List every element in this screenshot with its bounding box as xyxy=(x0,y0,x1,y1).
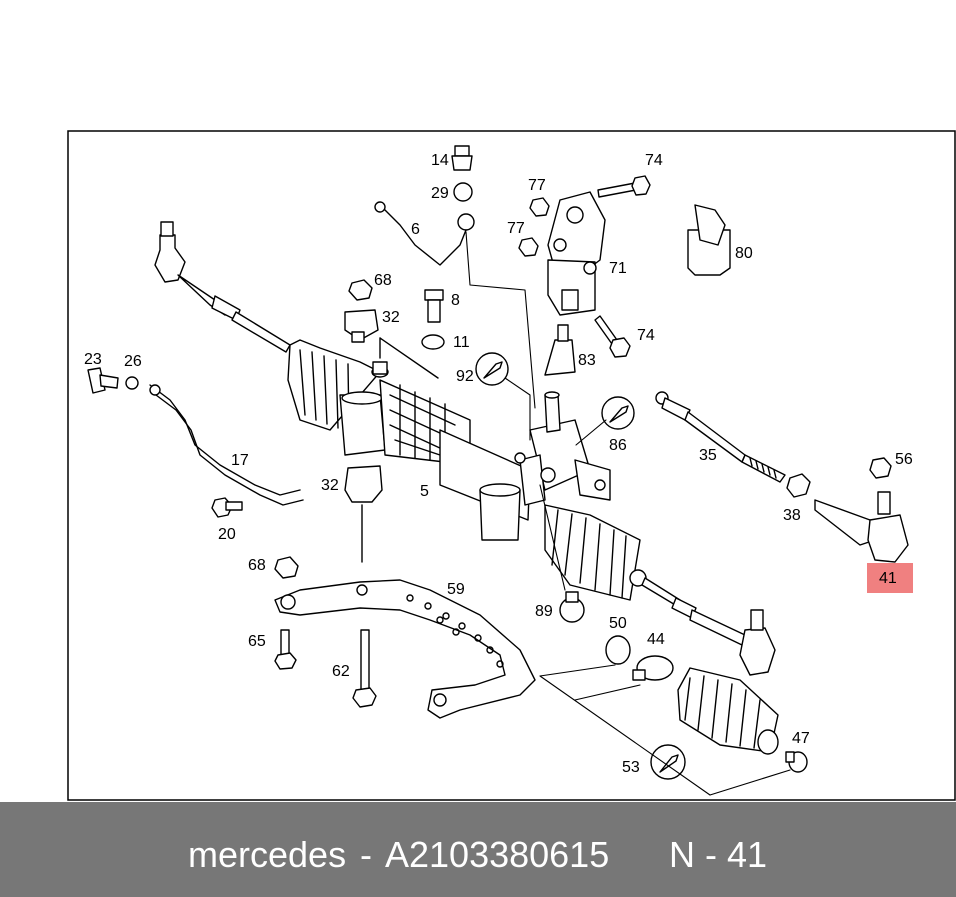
callout-label: 56 xyxy=(895,451,913,468)
steering-coupling xyxy=(547,191,606,316)
boot-53 xyxy=(677,667,779,755)
callout-label: 89 xyxy=(535,603,553,620)
callout-labels: 14 29 6 77 77 74 80 71 68 8 32 11 74 83 … xyxy=(84,152,913,776)
wrench-icon xyxy=(650,744,686,780)
callout-label: 17 xyxy=(231,452,249,469)
nut-77-a xyxy=(529,197,550,217)
callout-label: 83 xyxy=(578,352,596,369)
clamp-44 xyxy=(632,655,674,681)
seal-ring-29 xyxy=(453,182,473,202)
callout-label: 53 xyxy=(622,759,640,776)
footer-bar: mercedes - A2103380615 N - 41 xyxy=(0,802,956,897)
inner-tie-rod xyxy=(655,391,786,483)
hose-line-6 xyxy=(374,201,475,266)
callout-label: 8 xyxy=(451,292,460,309)
hydraulic-line-17 xyxy=(149,384,304,506)
callout-label: 80 xyxy=(735,245,753,262)
callout-label: 32 xyxy=(382,309,400,326)
highlight-box-41 xyxy=(867,563,913,593)
callout-label: 77 xyxy=(507,220,525,237)
bracket-59 xyxy=(274,579,536,719)
callout-label: 71 xyxy=(609,260,627,277)
callout-label: 47 xyxy=(792,730,810,747)
callout-label: 14 xyxy=(431,152,449,169)
footer-reference: N - 41 xyxy=(669,834,768,875)
rack-housing xyxy=(287,339,531,541)
wrench-icon xyxy=(601,396,635,430)
bushing-89 xyxy=(559,591,585,623)
tie-rod-end-41 xyxy=(814,491,909,563)
bolt-74-upper xyxy=(597,175,651,198)
callout-label: 26 xyxy=(124,353,142,370)
sleeve-83 xyxy=(544,324,576,376)
clamp-ring-50 xyxy=(605,635,631,665)
rack-boot-right xyxy=(544,504,746,646)
callout-label: 32 xyxy=(321,477,339,494)
banjo-bolt-23 xyxy=(87,367,119,394)
callout-label: 11 xyxy=(453,334,470,351)
callout-label: 23 xyxy=(84,351,102,368)
callout-label: 44 xyxy=(647,631,665,648)
footer-part-number: A2103380615 xyxy=(385,834,610,875)
callout-label-highlighted: 41 xyxy=(879,570,897,587)
nut-77-b xyxy=(518,237,539,257)
seal-ring-11 xyxy=(421,334,445,350)
callout-label: 77 xyxy=(528,177,546,194)
callout-label: 86 xyxy=(609,437,627,454)
nut-38 xyxy=(786,473,811,498)
callout-label: 59 xyxy=(447,581,465,598)
clamp-47 xyxy=(785,751,808,773)
wrench-icon xyxy=(475,352,509,386)
bolt-20 xyxy=(211,497,243,518)
cover-80 xyxy=(687,204,731,276)
leader-lines xyxy=(465,231,791,796)
callout-label: 92 xyxy=(456,368,474,385)
nut-56 xyxy=(869,457,892,479)
callout-label: 35 xyxy=(699,447,717,464)
callout-label: 62 xyxy=(332,663,350,680)
bolt-74-lower xyxy=(594,315,631,358)
callout-label: 74 xyxy=(645,152,663,169)
callout-label: 20 xyxy=(218,526,236,543)
plug-14 xyxy=(451,145,473,171)
callout-label: 74 xyxy=(637,327,655,344)
seal-ring-26 xyxy=(125,376,139,390)
callout-label: 29 xyxy=(431,185,449,202)
footer-separator: - xyxy=(360,834,372,875)
callout-label: 6 xyxy=(411,221,420,238)
bolt-8 xyxy=(424,289,444,323)
callout-label: 50 xyxy=(609,615,627,632)
callout-label: 68 xyxy=(374,272,392,289)
tie-rod-end-left xyxy=(154,221,291,353)
footer-brand: mercedes xyxy=(188,834,347,875)
nut-68-lower xyxy=(274,556,299,579)
bolt-62 xyxy=(352,629,377,708)
callout-label: 65 xyxy=(248,633,266,650)
callout-label: 5 xyxy=(420,483,429,500)
valve-body xyxy=(514,391,611,506)
callout-label: 68 xyxy=(248,557,266,574)
bolt-65 xyxy=(274,629,297,670)
callout-label: 38 xyxy=(783,507,801,524)
nut-68-upper xyxy=(348,279,373,301)
tie-rod-end-right-lower xyxy=(739,609,776,676)
mount-32-upper xyxy=(344,309,379,343)
mount-32-lower xyxy=(344,465,383,503)
